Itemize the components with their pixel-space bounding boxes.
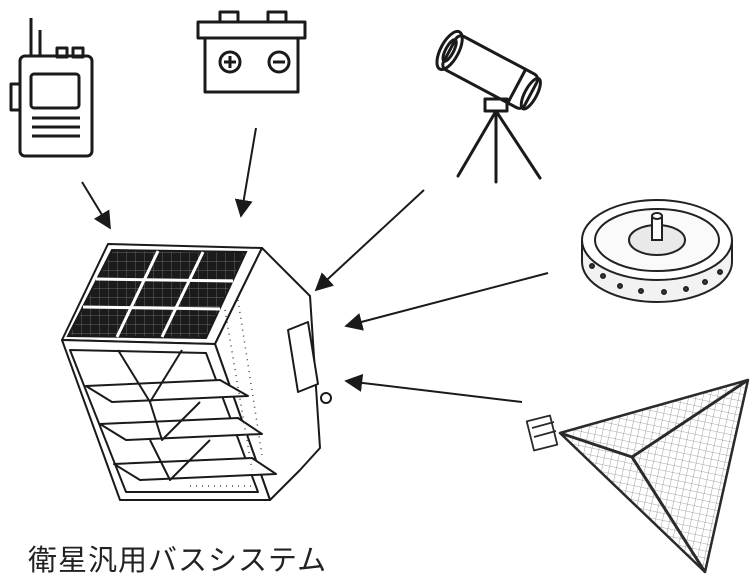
reaction-wheel-icon	[581, 199, 733, 303]
battery-icon	[196, 10, 307, 94]
arrow-battery-to-bus	[234, 127, 257, 218]
arrow-wheel-to-bus	[344, 272, 549, 331]
mesh-antenna-icon	[525, 378, 750, 574]
system-caption: 衛星汎用バスシステム	[28, 543, 328, 577]
telescope-icon	[435, 29, 542, 184]
walkie-talkie-icon	[9, 18, 94, 158]
arrow-radio-to-bus	[81, 181, 111, 230]
connection-arrows	[81, 127, 549, 403]
arrow-telescope-to-bus	[314, 189, 425, 292]
satellite-bus-icon	[61, 243, 332, 501]
arrow-antenna-to-bus	[344, 373, 523, 403]
